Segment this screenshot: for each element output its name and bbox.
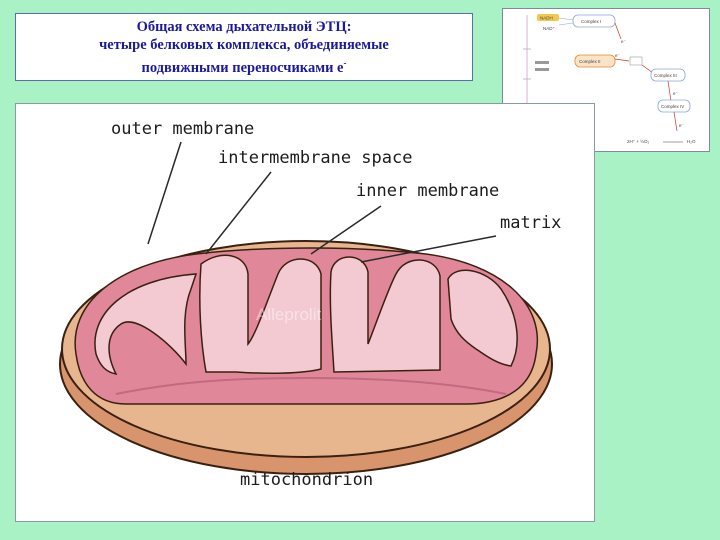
outer-membrane-pointer [147,141,182,245]
electron-marker-4: e⁻ [679,123,685,128]
title-line-3: подвижными переносчиками е- [141,54,346,77]
matrix-label: matrix [500,213,561,233]
nadh-box [537,14,559,21]
mitochondrion-illustration: Alleprolit outer membrane intermembrane … [59,119,561,490]
complex-1-label: Complex I [581,19,601,24]
electron-marker-1: e⁻ [621,39,627,44]
intermembrane-space-label: intermembrane space [218,148,412,168]
complex-2-box [574,54,616,68]
title-line-2: четыре белковых комплекса, объединяемые [99,36,389,53]
water-label: H₂O [687,139,696,144]
title-line-1: Общая схема дыхательной ЭТЦ: [136,18,352,35]
electron-marker-2: e⁻ [615,53,621,58]
matrix-pointer [360,235,497,263]
crista-2 [199,254,322,374]
inner-membrane-pointer [310,205,382,255]
crista-1 [94,273,198,376]
complex-3-label: Complex III [654,73,677,78]
electron-superscript: - [343,57,347,68]
outer-membrane-label: outer membrane [111,119,254,139]
complex-1-box [572,14,616,28]
title-line-3-text: подвижными переносчиками е [141,59,344,76]
nadh-label: NADH [540,16,553,21]
mitochondrion-caption: mitochondrion [240,470,373,490]
nad-label: NAD⁺ [543,26,556,31]
inner-membrane-edge [115,376,507,395]
crista-4 [447,269,518,367]
complex-4-label: Complex IV [661,104,684,109]
slide-title: Общая схема дыхательной ЭТЦ: четыре белк… [15,13,473,81]
inner-membrane-label: inner membrane [356,181,499,201]
oxygen-equation: 2H⁺ + ½O₂ [627,138,650,144]
watermark: Alleprolit [256,305,321,324]
intermembrane-pointer [205,171,272,255]
mitochondrion-diagram: Alleprolit outer membrane intermembrane … [15,103,595,522]
electron-marker-3: e⁻ [673,91,679,96]
complex-2-label: Complex II [579,59,601,64]
